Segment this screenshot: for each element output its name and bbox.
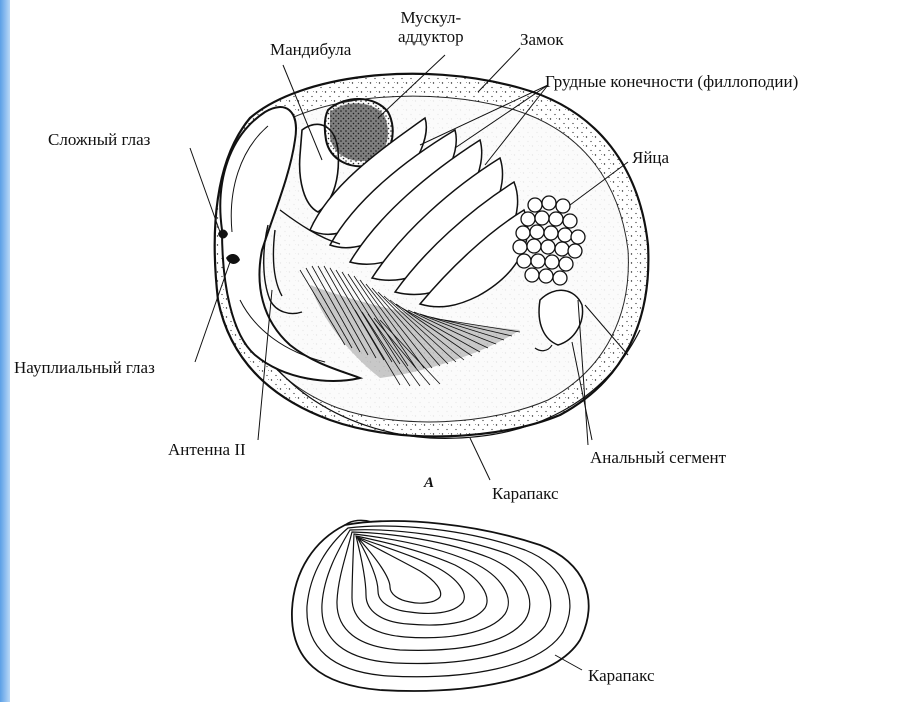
label-naupliar-eye: Науплиальный глаз [14, 358, 155, 377]
label-antenna-2: Антенна II [168, 440, 246, 459]
label-thoracic-limbs: Грудные конечности (филлоподии) [545, 72, 798, 91]
label-adductor-muscle-line2: аддуктор [398, 27, 464, 46]
label-carapace-b: Карапакс [588, 666, 655, 685]
label-adductor-muscle: Мускул- аддуктор [398, 8, 464, 46]
carapace-figure-b [292, 520, 589, 691]
figure-letter-a: А [424, 474, 434, 493]
label-eggs: Яйца [632, 148, 669, 167]
label-hinge: Замок [520, 30, 564, 49]
label-adductor-muscle-line1: Мускул- [398, 8, 464, 27]
label-compound-eye: Сложный глаз [48, 130, 150, 149]
label-carapace-a: Карапакс [492, 484, 559, 503]
label-mandible: Мандибула [270, 40, 351, 59]
label-anal-segment: Анальный сегмент [590, 448, 726, 467]
